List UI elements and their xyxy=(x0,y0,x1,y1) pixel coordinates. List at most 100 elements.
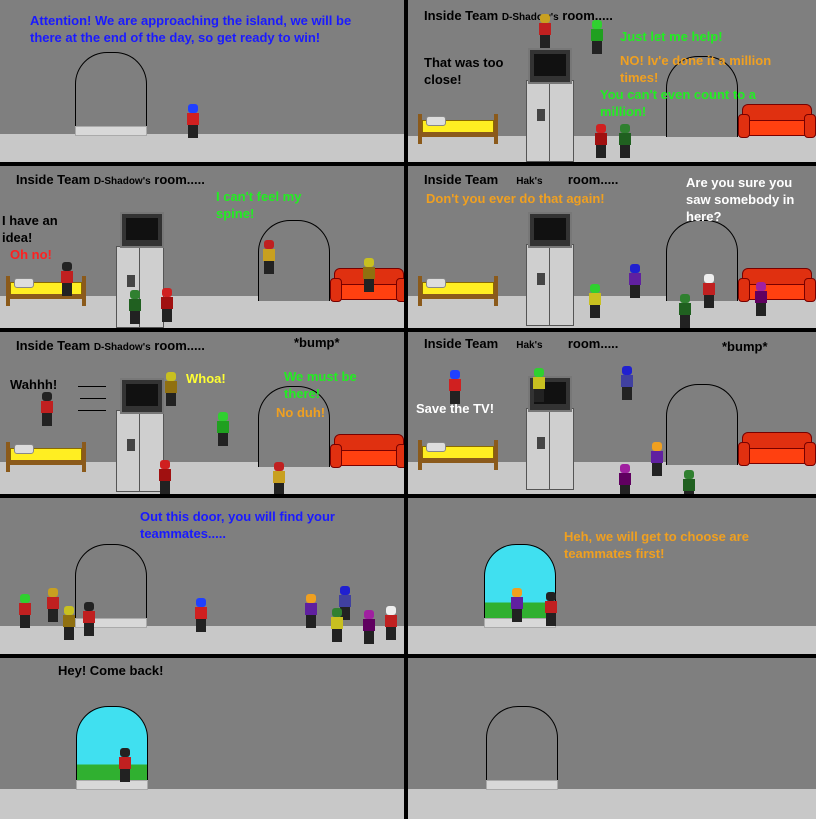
door xyxy=(258,386,330,467)
character-robot-orange xyxy=(304,594,318,628)
announcement-text: Out this door, you will find your teamma… xyxy=(140,509,335,541)
character-robot-green-helmet xyxy=(330,608,344,642)
speech-text: Heh, we will get to choose are teammates… xyxy=(564,529,749,561)
couch xyxy=(330,434,404,470)
fridge xyxy=(526,408,574,490)
door xyxy=(666,220,738,301)
panel-caption: Inside Team D-Shadow's room..... xyxy=(16,338,205,353)
floor xyxy=(0,134,404,162)
character-robot-blue xyxy=(620,366,634,400)
character-robot-blue-red xyxy=(194,598,208,632)
door-step xyxy=(75,618,147,628)
character-robot-black xyxy=(544,592,558,626)
floor xyxy=(408,136,816,162)
character-robot-blue-red xyxy=(186,104,200,138)
comic-panel-4: Inside Team Hak's room..... Don't you ev… xyxy=(408,166,816,328)
character-robot-green-helmet xyxy=(618,124,632,158)
caption-prefix: Inside Team xyxy=(16,172,91,187)
speech-text: Are you sure you saw somebody in here? xyxy=(686,175,795,224)
character-robot-black xyxy=(40,392,54,426)
bed xyxy=(6,276,86,306)
announcement-text: Attention! We are approaching the island… xyxy=(30,13,352,45)
comic-panel-1: Attention! We are approaching the island… xyxy=(0,0,404,162)
caption-suffix: room..... xyxy=(567,172,619,187)
character-robot-black xyxy=(82,602,96,636)
speed-line xyxy=(78,386,106,387)
fridge xyxy=(526,80,574,162)
character-robot-blue xyxy=(338,586,352,620)
caption-suffix: room..... xyxy=(154,172,205,187)
television xyxy=(120,212,164,248)
speech-text: Whoa! xyxy=(186,371,226,386)
television xyxy=(120,378,164,414)
couch xyxy=(738,268,816,304)
character-robot-orange xyxy=(650,442,664,476)
character-robot-purple xyxy=(618,464,632,494)
character-robot-black xyxy=(118,748,132,782)
character-robot-flying xyxy=(448,370,462,404)
character-robot-white xyxy=(702,274,716,308)
speech-text: I have an idea! xyxy=(2,213,58,245)
speech-text: We must be there! xyxy=(284,369,357,401)
caption-prefix: Inside Team xyxy=(16,338,91,353)
bed xyxy=(418,276,498,306)
character-robot-red xyxy=(594,124,608,158)
door xyxy=(486,706,558,789)
panel-caption: Inside Team D-Shadow's room..... xyxy=(424,8,613,23)
speed-line xyxy=(80,398,106,399)
speech-text: Don't you ever do that again! xyxy=(426,191,605,206)
character-robot-white xyxy=(384,606,398,640)
bed xyxy=(6,442,86,472)
caption-team-name: D-Shadow's xyxy=(93,342,151,353)
speech-text: NO! Iv'e done it a million times! xyxy=(620,53,772,85)
comic-panel-8: Heh, we will get to choose are teammates… xyxy=(408,498,816,654)
character-robot-green-helmet xyxy=(678,294,692,328)
caption-prefix: Inside Team xyxy=(424,8,499,23)
sound-effect-text: *bump* xyxy=(294,335,340,350)
comic-panel-2: Inside Team D-Shadow's room..... That wa… xyxy=(408,0,816,162)
door-step xyxy=(76,780,148,790)
character-robot-yellow xyxy=(164,372,178,406)
fridge xyxy=(116,410,164,492)
speech-text: You can't even count to a million! xyxy=(600,87,756,119)
character-robot-green xyxy=(588,284,602,318)
character-robot-green xyxy=(532,368,546,402)
door-step xyxy=(486,780,558,790)
floor xyxy=(0,789,404,819)
floor xyxy=(408,626,816,654)
character-robot-green-helmet xyxy=(682,470,696,494)
speech-text: Wahhh! xyxy=(10,377,58,392)
couch xyxy=(738,432,816,468)
couch xyxy=(738,104,816,140)
character-robot-yellow xyxy=(362,258,376,292)
character-robot-green xyxy=(216,412,230,446)
caption-prefix: Inside Team xyxy=(424,172,499,187)
caption-suffix: room..... xyxy=(562,8,613,23)
comic-panel-7: Out this door, you will find your teamma… xyxy=(0,498,404,654)
character-robot-green xyxy=(590,20,604,54)
caption-team-name: Hak's xyxy=(516,176,543,187)
character-robot-yellow xyxy=(62,606,76,640)
speech-text: Oh no! xyxy=(10,247,52,262)
panel-caption: Inside Team D-Shadow's room..... xyxy=(16,172,205,187)
speech-text: That was too close! xyxy=(424,55,504,87)
character-robot-green xyxy=(18,594,32,628)
comic-panel-10 xyxy=(408,658,816,819)
character-robot-blue xyxy=(628,264,642,298)
caption-team-name: Hak's xyxy=(516,340,543,351)
panel-caption: Inside Team Hak's room..... xyxy=(424,336,618,351)
character-robot-gold xyxy=(46,588,60,622)
door xyxy=(666,56,738,137)
door xyxy=(666,384,738,465)
speech-text: Just let me help! xyxy=(620,29,723,44)
character-robot-gold xyxy=(538,14,552,48)
door xyxy=(75,52,147,135)
character-robot-purple xyxy=(754,282,768,316)
caption-suffix: room..... xyxy=(567,336,619,351)
comic-panel-9: Hey! Come back! xyxy=(0,658,404,819)
floor xyxy=(408,789,816,819)
character-robot-red xyxy=(158,460,172,494)
speech-text: Hey! Come back! xyxy=(58,663,164,678)
character-robot-upside-down xyxy=(262,240,276,274)
caption-team-name: D-Shadow's xyxy=(501,12,559,23)
